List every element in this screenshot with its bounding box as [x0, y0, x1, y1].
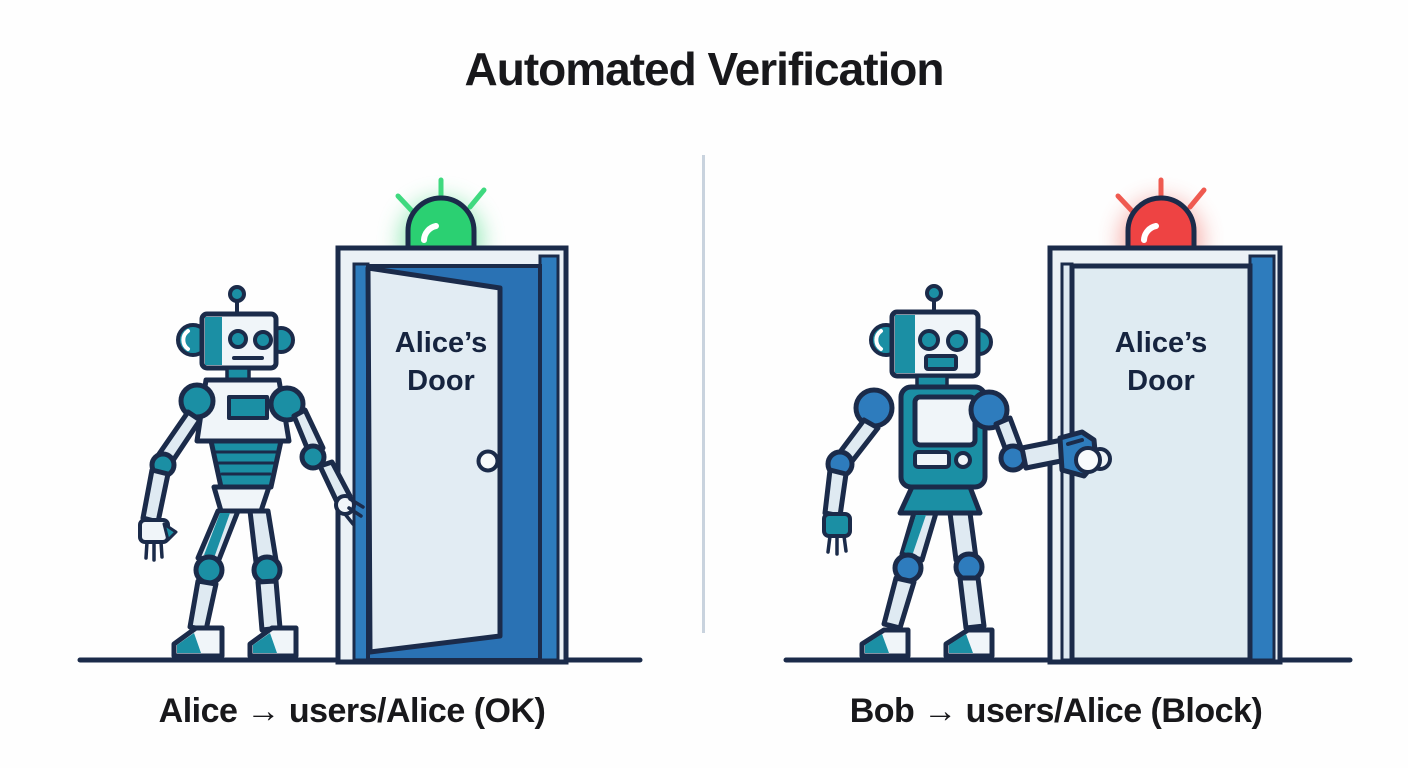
- red-light-dome: [1125, 195, 1197, 255]
- alice-door-closed: Alice’s Door: [1047, 245, 1283, 665]
- forearm-left: [140, 467, 171, 525]
- left-caption: Alice → users/Alice (OK): [158, 692, 546, 730]
- head-teal-panel: [895, 315, 915, 373]
- thigh-left-stripe: [904, 515, 926, 556]
- door-label-line2: Door: [1127, 365, 1195, 397]
- alice-door-open: Alice’s Door: [335, 245, 569, 665]
- door-label-line1: Alice’s: [395, 327, 487, 359]
- left-scene: Alice’s Door: [77, 177, 643, 665]
- right-scene: Alice’s Door: [783, 177, 1353, 665]
- fingers-left: [144, 540, 164, 562]
- thumb-left: [162, 522, 178, 542]
- fingers-right: [343, 497, 365, 526]
- page-title: Automated Verification: [464, 43, 945, 95]
- hips: [211, 484, 272, 514]
- hand-left: [822, 512, 852, 538]
- foot-right-wedge: [253, 633, 277, 653]
- chest-screen: [912, 394, 978, 448]
- shin-right: [255, 578, 283, 633]
- shin-right: [957, 575, 987, 631]
- chest-bar: [913, 450, 951, 469]
- foot-left-wedge: [177, 633, 201, 653]
- foot-right-wedge: [949, 634, 973, 653]
- green-light-dome: [405, 195, 477, 255]
- green-dome-highlight: [421, 223, 439, 243]
- door-frame-strip-right: [538, 254, 560, 662]
- right-caption: Bob → users/Alice (Block): [849, 692, 1263, 730]
- eye-left: [228, 329, 248, 349]
- door-label-line1: Alice’s: [1115, 327, 1207, 359]
- hips: [897, 484, 983, 516]
- green-ray-right: [467, 187, 487, 210]
- robot-alice: [138, 285, 365, 659]
- antenna-ball: [925, 284, 943, 302]
- panel-divider: [702, 155, 705, 633]
- green-ray-left: [395, 193, 416, 215]
- door-knob[interactable]: [476, 449, 500, 473]
- shoulder-right: [968, 389, 1010, 431]
- chest-panel: [227, 395, 269, 420]
- chest-dot: [954, 451, 972, 469]
- ear-left-highlight: [181, 329, 190, 351]
- head-teal-panel: [205, 317, 222, 365]
- grip-line: [1066, 438, 1084, 446]
- mouth: [924, 354, 958, 371]
- red-ray-left: [1115, 193, 1136, 215]
- thigh-left-stripe: [204, 513, 230, 558]
- forearm-left: [822, 467, 849, 519]
- antenna-ball: [228, 285, 246, 303]
- ear-left-highlight: [874, 329, 883, 351]
- door-panel[interactable]: [365, 265, 503, 655]
- red-dome-highlight: [1141, 223, 1159, 243]
- eye-right: [253, 330, 273, 350]
- thigh-right: [247, 508, 279, 565]
- foot-left-wedge: [865, 634, 889, 653]
- shoulder-right: [268, 385, 306, 423]
- fingers-left: [826, 534, 848, 556]
- shin-left: [187, 578, 219, 633]
- robot-bob: [822, 284, 1112, 659]
- red-ray-right: [1187, 187, 1207, 210]
- elbow-right: [299, 443, 327, 471]
- eye-left: [918, 329, 940, 351]
- eye-right: [946, 330, 968, 352]
- waist-stripes: [214, 450, 278, 476]
- door-frame-strip-right: [1248, 254, 1276, 662]
- door-label-line2: Door: [407, 365, 475, 397]
- shin-left: [881, 575, 917, 631]
- door-knob[interactable]: [1074, 446, 1102, 474]
